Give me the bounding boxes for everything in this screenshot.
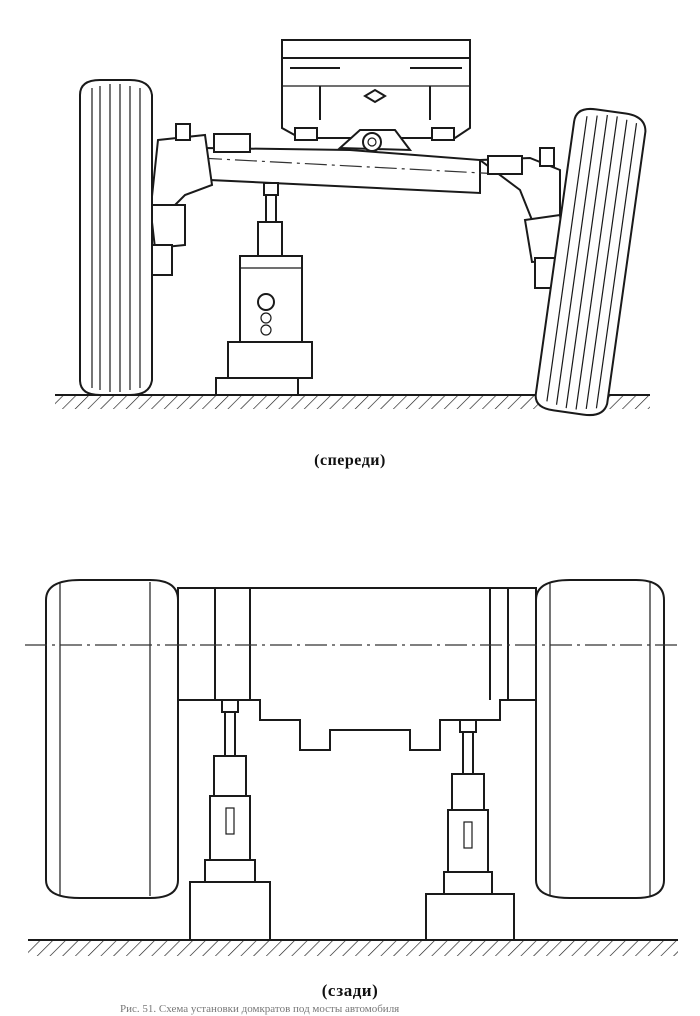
front-right-knuckle <box>477 147 567 289</box>
rear-left-wheel <box>45 579 179 899</box>
front-left-wheel <box>79 79 153 396</box>
figure-title: Рис. 51. Схема установки домкратов под м… <box>120 1003 400 1015</box>
rear-right-jack <box>425 719 515 941</box>
rear-axle-housing <box>25 587 680 751</box>
front-axle-svg <box>55 39 650 417</box>
rear-left-jack <box>189 699 271 941</box>
front-vehicle-body <box>281 39 471 141</box>
rear-right-wheel <box>535 579 665 899</box>
front-view-caption: (спереди) <box>314 452 386 469</box>
front-axle-drawing <box>0 0 700 440</box>
front-right-wheel <box>534 107 647 417</box>
rear-axle-drawing <box>0 560 700 980</box>
front-left-knuckle <box>148 123 251 276</box>
front-axle-beam <box>199 129 521 195</box>
front-jack <box>215 182 313 396</box>
rear-axle-svg <box>25 579 680 956</box>
rear-ground <box>28 939 678 956</box>
rear-view-caption: (сзади) <box>321 981 379 1000</box>
